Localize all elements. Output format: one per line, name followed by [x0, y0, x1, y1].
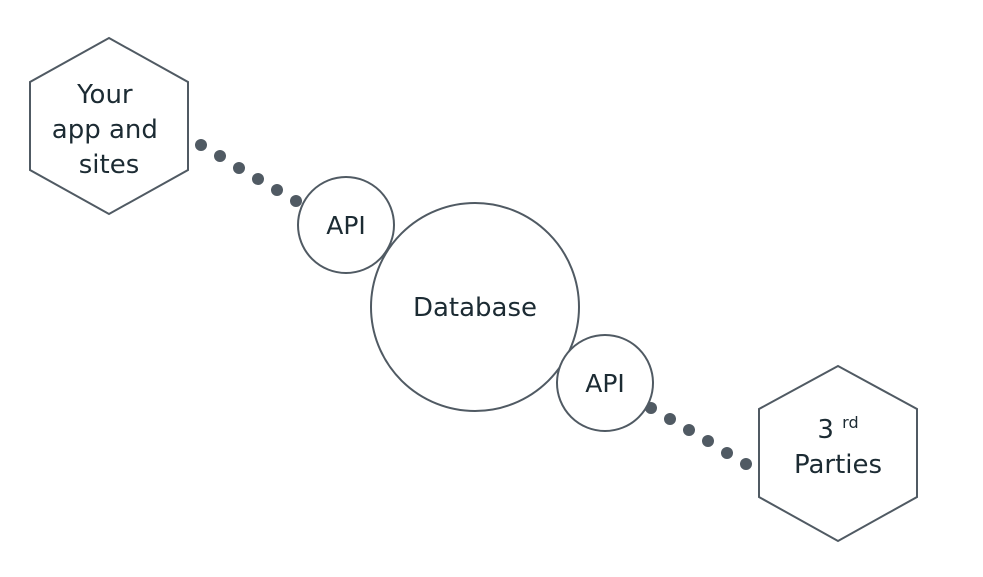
source-node-label: Your app and sites	[52, 80, 166, 180]
source-node-line-3: sites	[79, 150, 140, 180]
api-top-label: API	[326, 211, 366, 240]
third-parties-line-1: 3 rd	[817, 413, 858, 445]
source-node-line-1: Your	[76, 80, 133, 110]
api-node-top: API	[297, 176, 395, 274]
api-bottom-label: API	[585, 369, 625, 398]
source-node-line-2: app and	[52, 115, 158, 145]
database-label: Database	[413, 293, 537, 323]
connector-source-to-api	[195, 139, 302, 207]
api-circle	[297, 176, 395, 274]
third-parties-node: 3 rd Parties	[758, 364, 918, 543]
api-node-bottom: API	[556, 334, 654, 432]
connector-api-to-third-parties	[645, 402, 752, 470]
connector-dot	[702, 435, 714, 447]
ordinal-suffix: rd	[842, 413, 858, 432]
source-node: Your app and sites	[29, 36, 189, 216]
connector-dot	[664, 413, 676, 425]
database-circle	[370, 202, 580, 412]
database-node: Database	[370, 202, 580, 412]
connector-dot	[290, 195, 302, 207]
connector-dot	[721, 447, 733, 459]
connector-dot	[252, 173, 264, 185]
third-parties-line-2: Parties	[794, 450, 882, 480]
connector-dot	[740, 458, 752, 470]
hexagon-shape	[758, 364, 918, 543]
api-circle	[556, 334, 654, 432]
ordinal-number: 3	[817, 415, 834, 445]
connector-dot	[233, 162, 245, 174]
connector-dot	[271, 184, 283, 196]
connector-dot	[195, 139, 207, 151]
connector-dot	[683, 424, 695, 436]
hexagon-shape	[29, 36, 189, 216]
connector-dot	[214, 150, 226, 162]
